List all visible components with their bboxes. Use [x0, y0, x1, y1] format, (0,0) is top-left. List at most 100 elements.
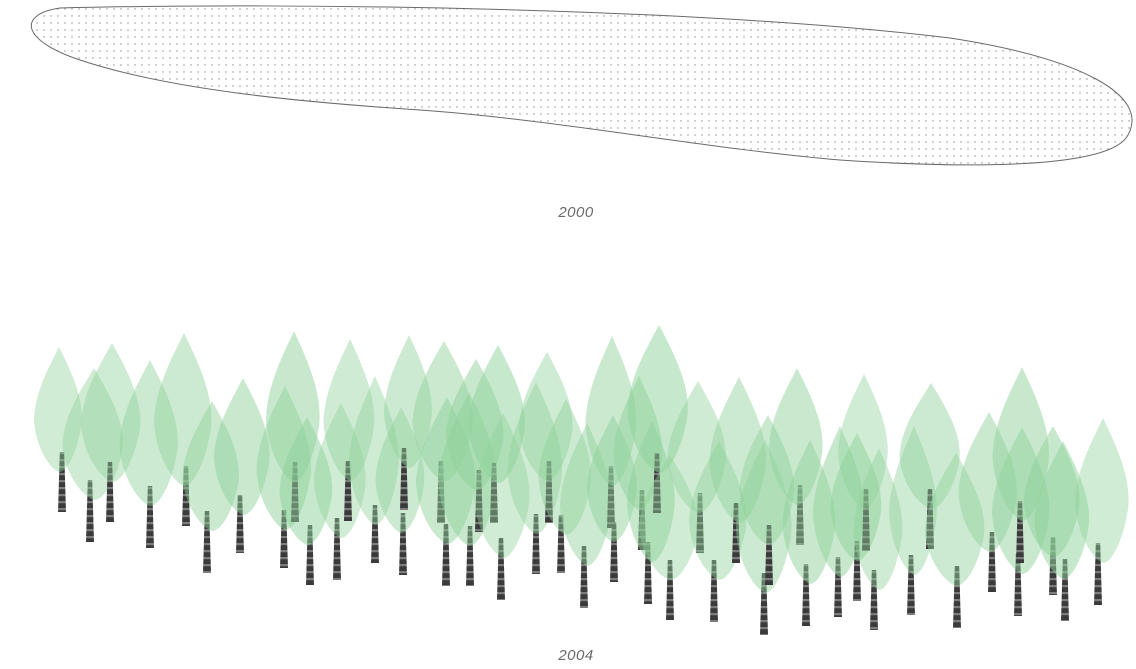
tree-icon [585, 336, 637, 528]
tree-trunk [760, 573, 768, 635]
tree-trunk [953, 566, 961, 628]
tree-icon [119, 360, 178, 548]
tree-trunk [862, 489, 870, 551]
tree-trunk [1016, 501, 1024, 563]
tree-icon [899, 383, 960, 549]
tree-icon [560, 423, 612, 608]
tree-icon [538, 399, 592, 573]
tree-trunk [86, 480, 94, 542]
tree-trunk [907, 555, 915, 615]
tree-canopy [560, 423, 612, 566]
tree-icon [154, 333, 212, 526]
tree-icon [853, 448, 903, 630]
tree-canopy [838, 374, 888, 509]
tree-canopy [627, 325, 688, 473]
tree-canopy [519, 352, 573, 481]
tree-icon [474, 413, 530, 600]
tree-trunk [58, 452, 66, 512]
tree-trunk [696, 493, 704, 553]
tree-trunk [870, 570, 878, 630]
tree-icon [1034, 441, 1090, 621]
tree-canopy [925, 453, 985, 586]
tree-trunk [988, 532, 996, 592]
tree-icon [689, 441, 747, 622]
tree-canopy [889, 426, 937, 575]
tree-trunk [203, 511, 211, 573]
tree-canopy [709, 377, 766, 523]
tree-icon [889, 426, 937, 615]
tree-icon [627, 325, 688, 513]
tree-trunk [610, 522, 618, 582]
tree-icon [587, 415, 637, 582]
tree-icon [323, 339, 375, 521]
tree-canopy [81, 343, 141, 482]
tree-trunk [466, 526, 474, 586]
tree-trunk [400, 448, 408, 510]
tree-canopy [587, 415, 637, 542]
tree-trunk [146, 486, 154, 548]
tree-canopy [323, 339, 375, 481]
tree-icon [739, 415, 795, 585]
tree-trunk [497, 538, 505, 600]
tree-trunk [1014, 554, 1022, 616]
tree-trunk [580, 546, 588, 608]
tree-icon [384, 335, 432, 510]
tree-canopy [182, 401, 239, 531]
tree-canopy [1034, 441, 1090, 579]
tree-trunk [765, 525, 773, 585]
tree-icon [736, 440, 792, 635]
tree-trunk [666, 560, 674, 620]
empty-field-area [30, 5, 1133, 166]
tree-canopy [639, 455, 699, 580]
tree-trunk [437, 461, 445, 523]
tree-trunk [926, 489, 934, 549]
tree-trunk [732, 503, 740, 563]
tree-canopy [314, 403, 366, 538]
tree-canopy [474, 413, 530, 558]
tree-trunk [802, 564, 810, 626]
panel-2004-forest [34, 325, 1129, 635]
tree-canopy [689, 441, 747, 580]
tree-canopy [375, 407, 425, 533]
tree-canopy [739, 415, 795, 545]
tree-icon [925, 453, 985, 628]
tree-icon [709, 377, 766, 563]
tree-trunk [344, 461, 352, 521]
tree-icon [958, 412, 1017, 592]
tree-trunk [182, 466, 190, 526]
tree-trunk [607, 466, 615, 528]
tree-canopy [279, 417, 333, 545]
tree-icon [214, 378, 270, 553]
tree-canopy [384, 335, 432, 468]
tree-canopy [154, 333, 212, 486]
tree-trunk [796, 485, 804, 545]
tree-canopy [769, 368, 823, 505]
tree-icon [769, 368, 823, 545]
tree-icon [314, 403, 366, 580]
tree-trunk [557, 515, 565, 573]
tree-canopy [667, 381, 726, 513]
tree-icon [375, 407, 425, 575]
tree-trunk [333, 518, 341, 580]
tree-canopy [349, 376, 399, 525]
tree-trunk [280, 510, 288, 568]
tree-trunk [545, 461, 553, 523]
tree-canopy [585, 336, 637, 486]
tree-icon [182, 401, 239, 573]
tree-icon [34, 347, 82, 512]
tree-trunk [532, 514, 540, 574]
year-label-2000: 2000 [558, 204, 594, 221]
tree-icon [81, 343, 141, 522]
tree-canopy [119, 360, 178, 506]
tree-canopy [214, 378, 270, 515]
tree-icon [1075, 418, 1129, 605]
tree-trunk [236, 495, 244, 553]
tree-trunk [399, 513, 407, 575]
tree-canopy [1075, 418, 1129, 563]
tree-canopy [468, 345, 525, 483]
tree-canopy [853, 448, 903, 590]
tree-canopy [899, 383, 960, 509]
tree-trunk [106, 462, 114, 522]
tree-trunk [442, 524, 450, 586]
